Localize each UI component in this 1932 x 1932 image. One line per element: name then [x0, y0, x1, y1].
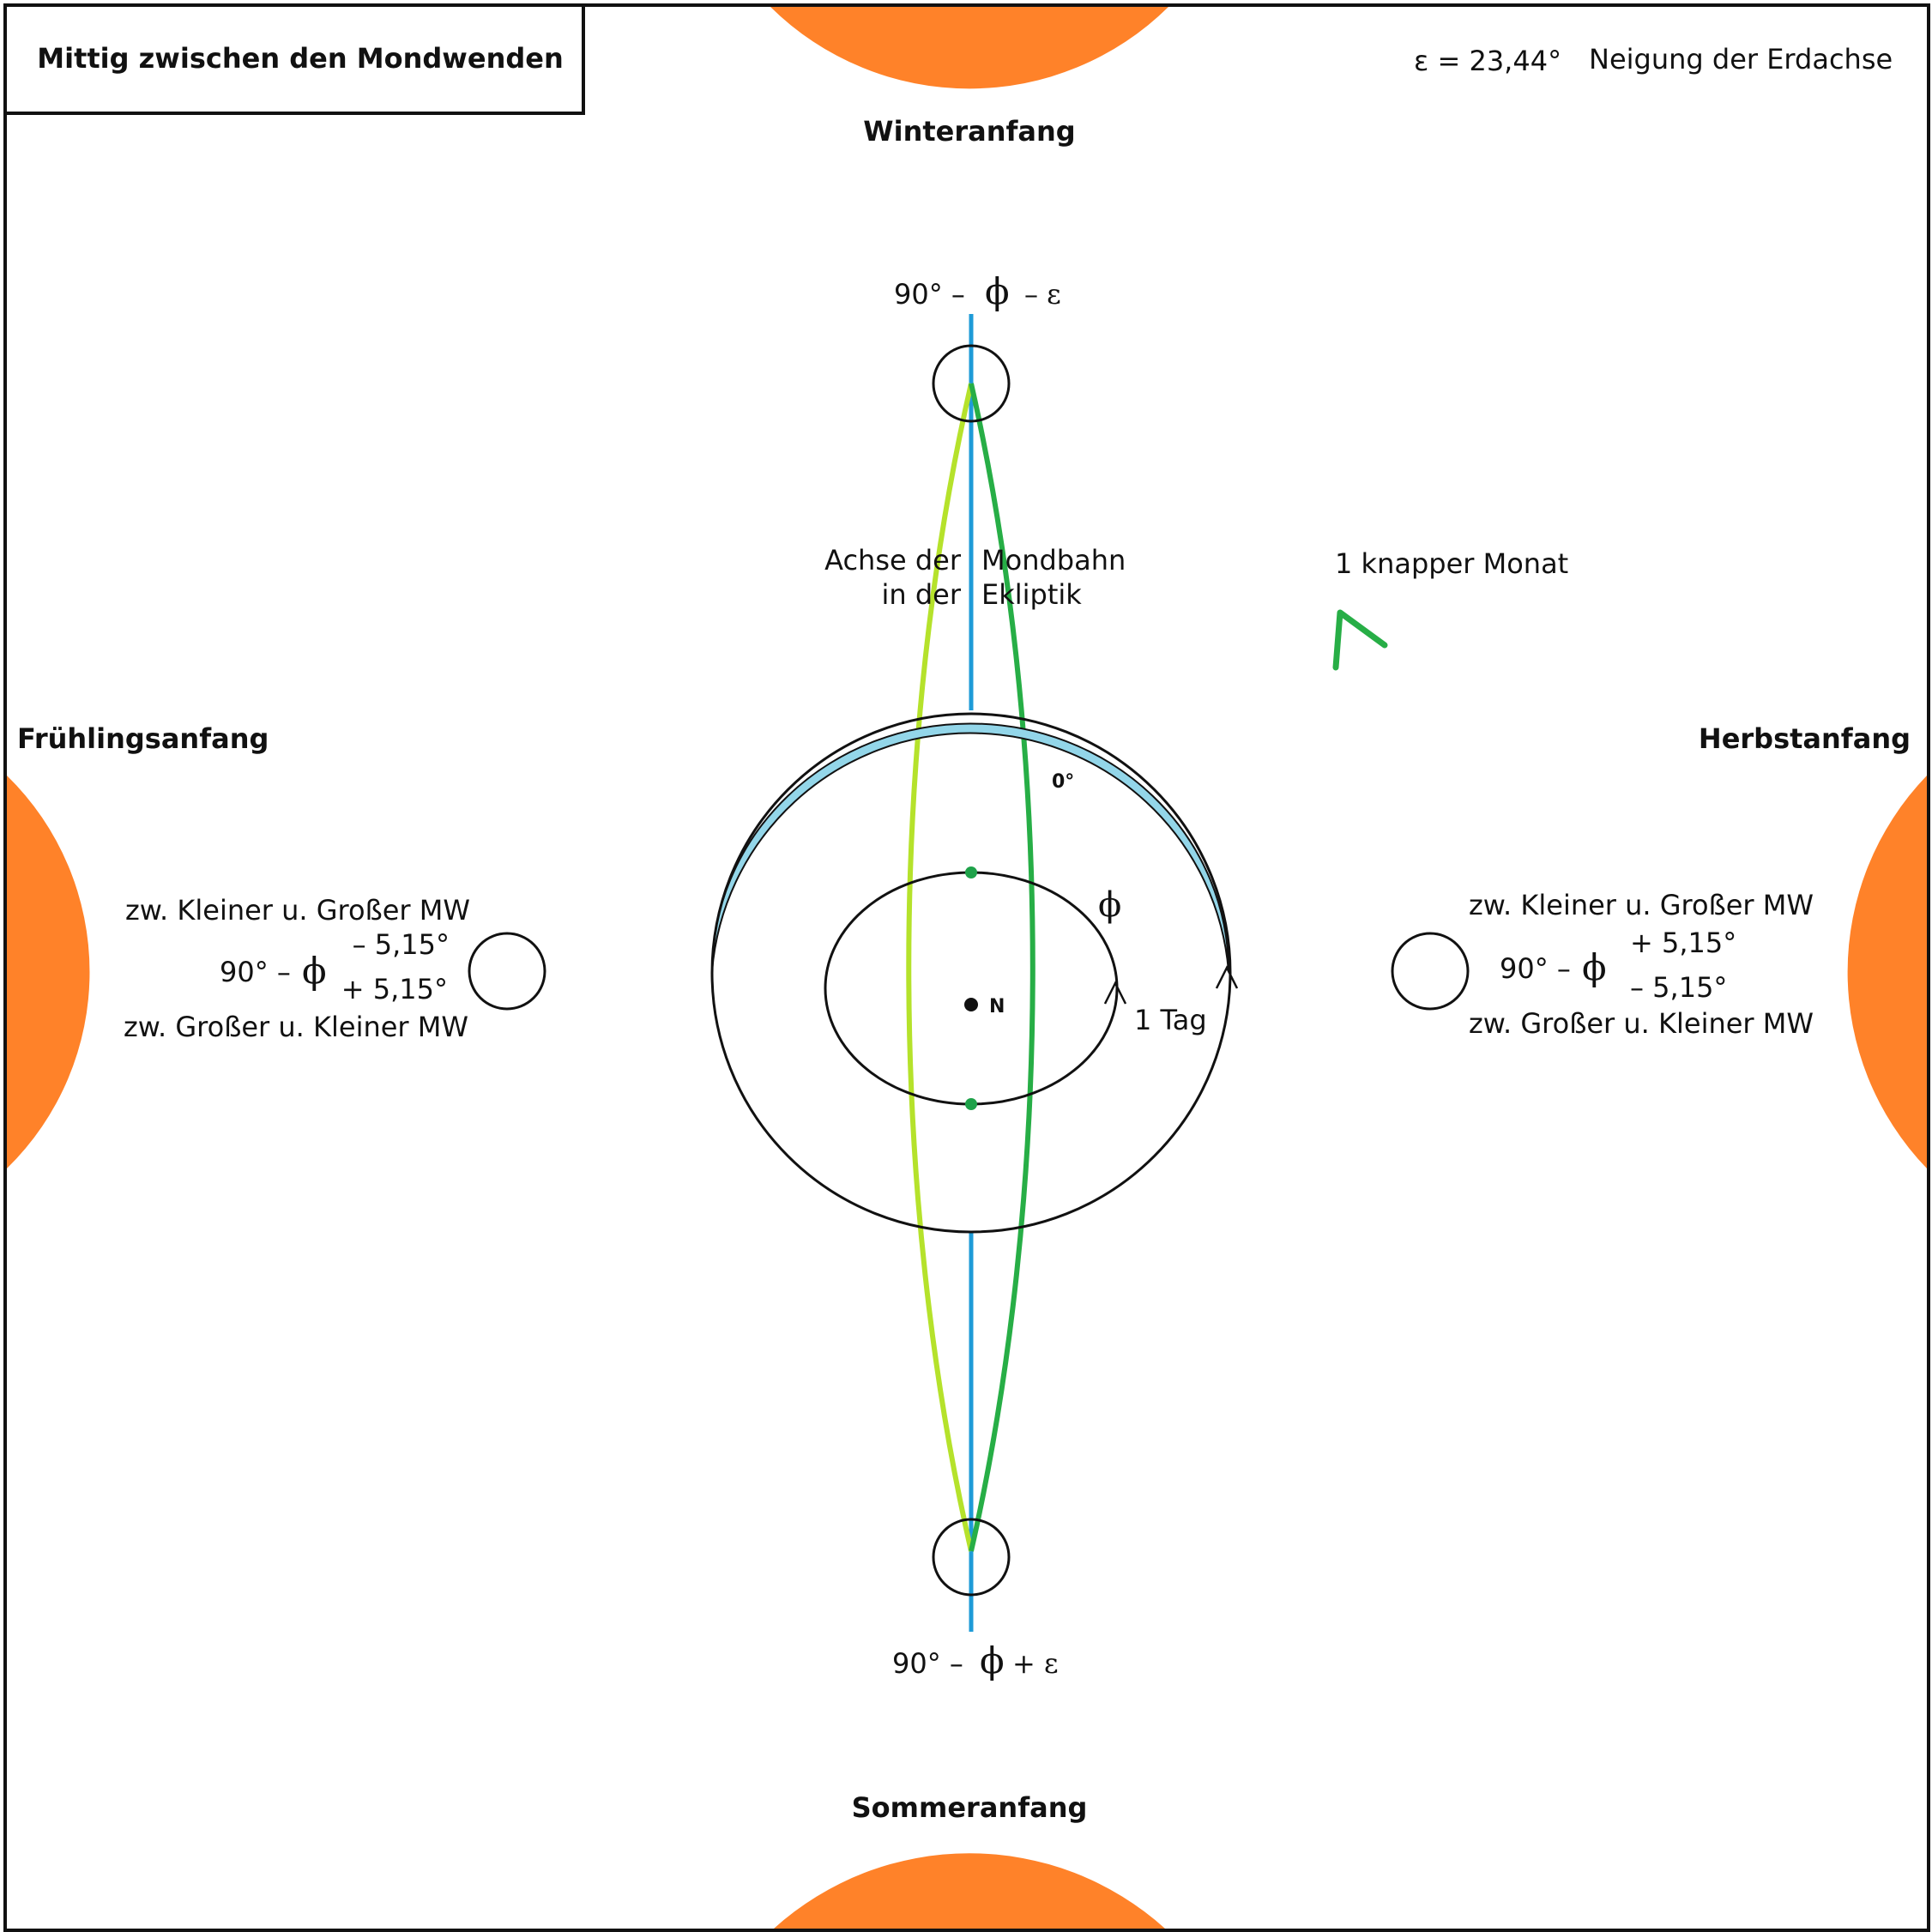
- season-left-label: Frühlingsanfang: [17, 722, 269, 755]
- sun-bottom: [774, 1853, 1165, 1929]
- left-lunar-standstill-block: zw. Kleiner u. Großer MW – 5,15° 90° – ϕ…: [124, 894, 470, 1043]
- green-dot-bottom: [965, 1098, 977, 1110]
- epsilon-value: ε = 23,44°: [1414, 45, 1561, 77]
- day-arrow-outer-icon: [1215, 965, 1239, 989]
- moon-right-circle: [1391, 932, 1470, 1011]
- right-block-top-line: zw. Kleiner u. Großer MW: [1469, 889, 1814, 921]
- left-block-minus: – 5,15°: [353, 928, 450, 961]
- axis-label-line1-left: Achse der: [824, 544, 962, 577]
- axis-label-line1-right: Mondbahn: [981, 544, 1126, 577]
- sun-right: [1847, 776, 1927, 1168]
- sun-top: [770, 7, 1168, 89]
- axis-label-line2-left: in der: [882, 578, 962, 611]
- outer-frame: [3, 3, 1930, 1932]
- moon-bottom-circle: [932, 1518, 1011, 1597]
- left-block-phi: ϕ: [302, 950, 327, 992]
- axis-label-line2-right: Ekliptik: [981, 578, 1082, 611]
- bottom-formula-phi: ϕ: [980, 1639, 1005, 1681]
- moon-top-circle: [932, 344, 1011, 423]
- moon-left-circle: [468, 932, 546, 1011]
- phi-latitude-label: ϕ: [1098, 885, 1121, 925]
- north-pole-label: N: [989, 996, 1005, 1017]
- top-formula-base: 90° –: [894, 278, 965, 311]
- orbit-left-half: [906, 383, 974, 1552]
- left-block-plus: + 5,15°: [341, 973, 448, 1005]
- month-arrow-icon: [1332, 609, 1388, 671]
- month-label: 1 knapper Monat: [1335, 547, 1568, 580]
- top-formula-epsilon: – ε: [1024, 278, 1061, 311]
- sun-left: [7, 776, 90, 1168]
- left-block-top-line: zw. Kleiner u. Großer MW: [125, 894, 470, 927]
- season-right-label: Herbstanfang: [1699, 722, 1911, 755]
- bottom-formula-epsilon: + ε: [1012, 1647, 1059, 1680]
- right-block-phi: ϕ: [1582, 946, 1607, 988]
- season-top-label: Winteranfang: [863, 115, 1075, 148]
- zero-degree-label: 0°: [1052, 771, 1074, 793]
- north-pole-dot: [964, 998, 978, 1011]
- season-bottom-label: Sommeranfang: [852, 1791, 1088, 1824]
- right-block-plus: + 5,15°: [1630, 927, 1736, 959]
- orbit-right-half: [969, 383, 1035, 1552]
- sun-segments: [7, 7, 1927, 1929]
- right-block-minus: – 5,15°: [1630, 971, 1727, 1004]
- right-block-bottom-line: zw. Großer u. Kleiner MW: [1469, 1007, 1814, 1040]
- left-block-base: 90° –: [220, 956, 291, 988]
- epsilon-description: Neigung der Erdachse: [1589, 43, 1893, 75]
- day-arrow-inner-icon: [1103, 981, 1127, 1005]
- title: Mittig zwischen den Mondwenden: [37, 42, 563, 75]
- right-block-base: 90° –: [1500, 952, 1571, 985]
- bottom-formula-base: 90° –: [892, 1647, 963, 1680]
- left-block-bottom-line: zw. Großer u. Kleiner MW: [124, 1011, 468, 1043]
- title-box: [3, 3, 585, 115]
- green-dot-top: [965, 866, 977, 878]
- sky-band: [711, 722, 1229, 972]
- top-formula-phi: ϕ: [985, 270, 1010, 312]
- day-label: 1 Tag: [1134, 1004, 1207, 1036]
- right-lunar-standstill-block: zw. Kleiner u. Großer MW 90° – ϕ + 5,15°…: [1469, 889, 1814, 1040]
